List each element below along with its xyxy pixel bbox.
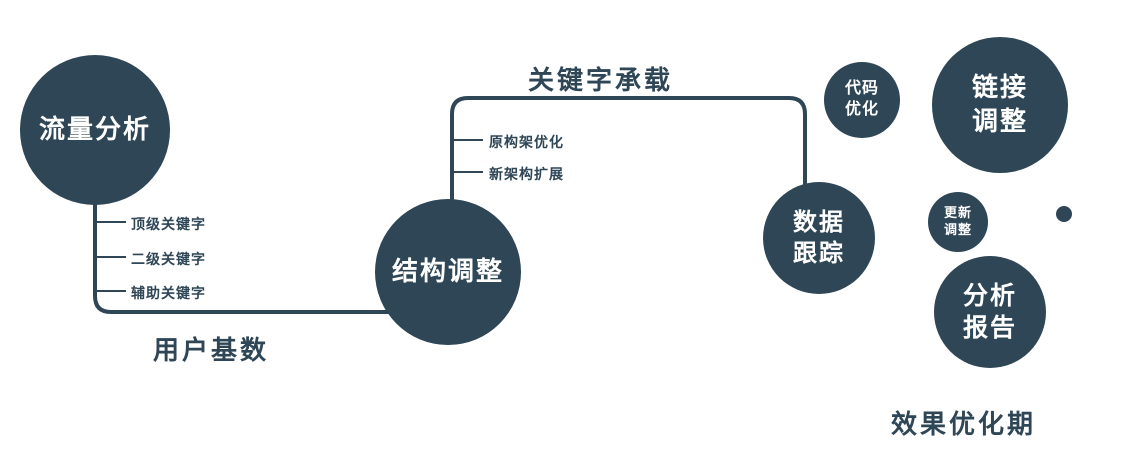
node-update-adjustment: 更新 调整 (928, 192, 988, 252)
branch-label-secondary-keywords: 二级关键字 (131, 251, 206, 267)
node-link-adjustment: 链接 调整 (932, 37, 1068, 173)
node-analysis-report: 分析 报告 (934, 256, 1046, 368)
branch-label-auxiliary-keywords: 辅助关键字 (131, 285, 206, 301)
node-analysis-report-label-line1: 分析 (962, 281, 1017, 310)
branch-label-top-keywords: 顶级关键字 (131, 216, 206, 232)
node-code-optimization-label-line1: 代码 (844, 80, 879, 98)
node-code-optimization: 代码 优化 (824, 62, 900, 138)
decorative-dot (1056, 206, 1072, 222)
edge-label-user-base: 用户基数 (153, 335, 270, 365)
node-structure-adjustment-label: 结构调整 (391, 256, 504, 287)
edge-label-keyword-carrying: 关键字承载 (528, 65, 674, 95)
connector-structure-to-data-tracking (450, 96, 807, 205)
node-traffic-analysis-label: 流量分析 (38, 114, 151, 145)
node-code-optimization-label-line2: 优化 (844, 101, 879, 118)
node-link-adjustment-label-line2: 调整 (971, 106, 1028, 136)
node-analysis-report-label-line2: 报告 (962, 314, 1017, 342)
footer-label-effect-optimization-period: 效果优化期 (891, 409, 1037, 439)
node-structure-adjustment: 结构调整 (375, 199, 521, 345)
node-update-adjustment-label-line2: 调整 (943, 222, 972, 237)
node-link-adjustment-label-line1: 链接 (971, 72, 1028, 103)
connector-traffic-to-structure (93, 195, 400, 314)
node-traffic-analysis: 流量分析 (20, 55, 170, 205)
branch-label-original-architecture-optimization: 原构架优化 (489, 134, 564, 150)
node-update-adjustment-label-line1: 更新 (943, 205, 972, 221)
node-data-tracking: 数据 跟踪 (763, 182, 875, 294)
node-data-tracking-label-line2: 跟踪 (793, 240, 845, 267)
branch-label-new-architecture-expansion: 新架构扩展 (489, 166, 564, 182)
node-data-tracking-label-line1: 数据 (793, 208, 845, 236)
